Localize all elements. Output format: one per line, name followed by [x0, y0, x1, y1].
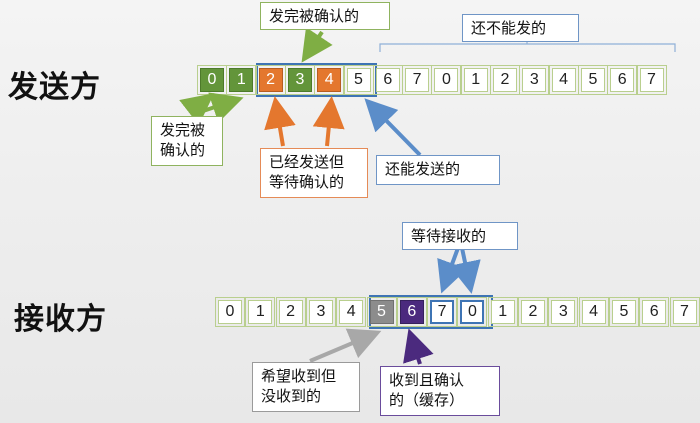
receiver-seq-cell-10: 2: [518, 297, 548, 327]
label-sent-acked-left-line2: 确认的: [160, 141, 206, 159]
receiver-seq-cell-0: 0: [215, 297, 245, 327]
sender-seq-cell-5: 5: [343, 65, 374, 95]
sender-seq-cell-9: 1: [460, 65, 491, 95]
sender-seq-cell-13: 5: [577, 65, 608, 95]
arrow-expected: [309, 328, 382, 363]
label-sent-waiting: 已经发送但 等待确认的: [260, 148, 368, 198]
label-sent-acked-left: 发完被 确认的: [151, 116, 223, 166]
arrow-waiting-receive-0: [449, 247, 481, 294]
label-expected-line1: 希望收到但: [261, 367, 337, 385]
receiver-seq-cell-11: 3: [548, 297, 579, 327]
receiver-seq-cell-7: 7: [427, 297, 458, 327]
arrow-received: [403, 328, 434, 365]
receiver-seq-cell-15: 7: [669, 297, 700, 327]
label-sent-acked-left-line1: 发完被: [160, 121, 206, 139]
arrow-left-acked-0: [179, 93, 215, 126]
sender-seq-cell-3: 3: [284, 65, 315, 95]
sender-seq-cell-7: 7: [402, 65, 433, 95]
label-sent-waiting-line1: 已经发送但: [269, 153, 345, 171]
label-sent-acked-top: 发完被确认的: [260, 2, 390, 30]
label-expected-line2: 没收到的: [261, 387, 322, 405]
receiver-seq-cell-9: 1: [487, 297, 518, 327]
label-received-line1: 收到且确认: [389, 371, 465, 389]
label-not-sendable: 还不能发的: [462, 14, 579, 42]
receiver-seq-cell-12: 4: [578, 297, 609, 327]
sender-seq-cell-2: 2: [255, 65, 286, 95]
sender-label: 发送方: [8, 70, 101, 105]
receiver-seq-cell-2: 2: [275, 297, 306, 327]
sender-seq-cell-15: 7: [636, 65, 667, 95]
arrow-waiting-2: [264, 96, 296, 147]
sender-seq-cell-11: 3: [519, 65, 550, 95]
not-sendable-bracket: [379, 43, 676, 52]
sender-seq-cell-12: 4: [548, 65, 579, 95]
label-received-line2: 的（缓存）: [389, 391, 465, 409]
arrow-can-send: [364, 98, 422, 157]
receiver-seq-cell-13: 5: [608, 297, 639, 327]
receiver-seq-cell-3: 3: [305, 297, 336, 327]
label-waiting-receive: 等待接收的: [402, 222, 518, 250]
sender-seq-cell-0: 0: [197, 65, 227, 95]
arrow-waiting-receive-7: [437, 247, 468, 294]
label-expected-not-received: 希望收到但 没收到的: [252, 362, 360, 412]
sender-seq-cell-14: 6: [607, 65, 638, 95]
label-received-buffered: 收到且确认 的（缓存）: [380, 366, 500, 416]
arrow-top-acked: [301, 27, 333, 63]
sender-seq-cell-10: 2: [490, 65, 520, 95]
arrow-left-acked-1: [199, 92, 244, 123]
sender-seq-cell-1: 1: [226, 65, 257, 95]
label-can-send: 还能发送的: [376, 155, 500, 185]
receiver-seq-cell-4: 4: [336, 297, 367, 327]
receiver-seq-cell-1: 1: [245, 297, 276, 327]
label-sent-waiting-line2: 等待确认的: [269, 173, 345, 191]
arrow-waiting-4: [312, 96, 345, 147]
receiver-seq-cell-14: 6: [639, 297, 670, 327]
receiver-seq-cell-8: 0: [457, 297, 488, 327]
receiver-seq-cell-5: 5: [366, 297, 397, 327]
sender-seq-cell-8: 0: [431, 65, 462, 95]
receiver-label: 接收方: [14, 302, 107, 337]
sender-seq-cell-6: 6: [372, 65, 403, 95]
receiver-seq-cell-6: 6: [396, 297, 427, 327]
sender-seq-cell-4: 4: [314, 65, 345, 95]
